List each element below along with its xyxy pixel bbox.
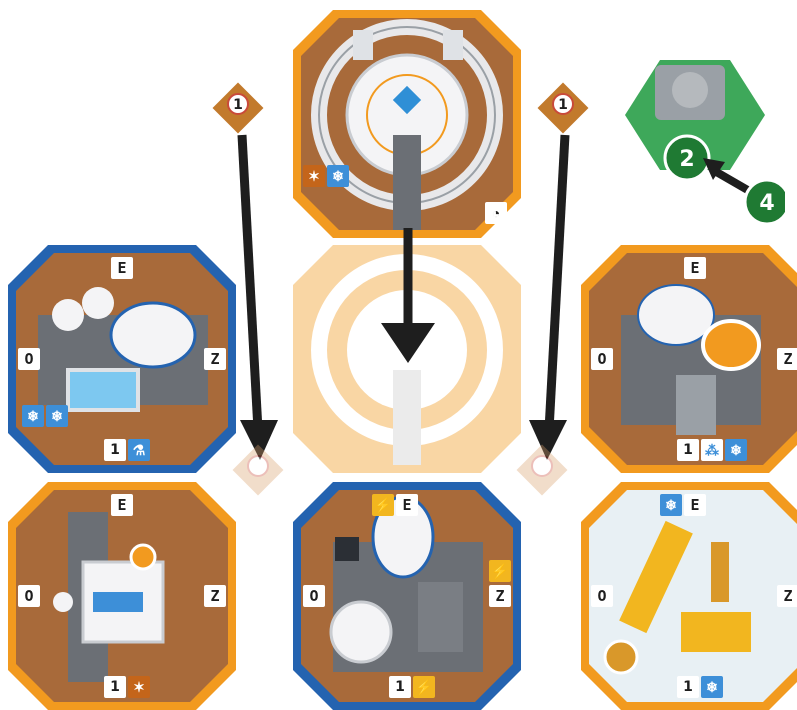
left-marker-number: 1: [233, 97, 243, 113]
bug-icon: ✶: [128, 676, 150, 698]
tile-left-bottom-badge: 1 ✶: [104, 676, 150, 698]
tile-left-bottom[interactable]: E Z O 1 ✶: [8, 482, 236, 710]
tile-left-top[interactable]: E Z O 1 ⚗ ❄ ❄: [8, 245, 236, 473]
lightning-icon: ⚡: [413, 676, 435, 698]
flask-icon: ⚗: [128, 439, 150, 461]
tile-center-bottom[interactable]: E Z O ⚡ ⚡ 1 ⚡: [293, 482, 521, 710]
green-back-number: 4: [759, 191, 774, 216]
side-label-e: E: [111, 494, 133, 516]
side-label-e: E: [396, 494, 418, 516]
snowflake-icon: ❄: [701, 676, 723, 698]
tile-left-top-badge: 1 ⚗: [104, 439, 150, 461]
snowflake-icon: ❄: [725, 439, 747, 461]
green-hex-placement[interactable]: 2 4: [625, 50, 785, 225]
center-arrow: [381, 228, 435, 363]
lightning-icon: ⚡: [372, 494, 394, 516]
snowflake-icon: ❄: [327, 165, 349, 187]
side-label-e: E: [684, 494, 706, 516]
side-label-o: O: [303, 585, 325, 607]
side-label-o: O: [18, 585, 40, 607]
snowflake-icon: ❄: [22, 405, 44, 427]
tile-center-bottom-badge: 1 ⚡: [389, 676, 435, 698]
side-label-z: Z: [777, 348, 797, 370]
right-arrow: [529, 134, 570, 460]
tile-command-center-icons: ✶ ❄: [303, 165, 349, 187]
tile-right-top[interactable]: E Z O 1 ⁂ ❄: [581, 245, 797, 473]
side-label-e: E: [111, 257, 133, 279]
lightning-icon: ⚡: [489, 560, 511, 582]
side-label-z: Z: [204, 348, 226, 370]
tile-right-bottom[interactable]: E Z O ❄ 1 ❄: [581, 482, 797, 710]
right-ghost-marker: [516, 444, 568, 496]
snowflake-icon: ❄: [660, 494, 682, 516]
network-icon: ⁂: [701, 439, 723, 461]
right-marker-number: 1: [558, 97, 568, 113]
side-label-o: O: [591, 585, 613, 607]
side-label-o: O: [18, 348, 40, 370]
tile-command-center[interactable]: ✶ ❄ ◔: [293, 10, 521, 238]
side-label-z: Z: [204, 585, 226, 607]
tile-right-bottom-badge: 1 ❄: [677, 676, 723, 698]
side-label-z: Z: [777, 585, 797, 607]
tile-left-top-snowflakes: ❄ ❄: [22, 405, 68, 427]
snowflake-icon: ❄: [46, 405, 68, 427]
left-building-marker[interactable]: 1: [210, 80, 266, 136]
side-label-z: Z: [489, 585, 511, 607]
side-label-e: E: [684, 257, 706, 279]
green-front-number: 2: [679, 147, 694, 172]
left-arrow: [237, 134, 278, 460]
tile-right-top-badge: 1 ⁂ ❄: [677, 439, 747, 461]
bug-icon: ✶: [303, 165, 325, 187]
side-label-o: O: [591, 348, 613, 370]
right-building-marker[interactable]: 1: [535, 80, 591, 136]
left-ghost-marker: [232, 444, 284, 496]
timer-icon: ◔: [485, 202, 507, 224]
